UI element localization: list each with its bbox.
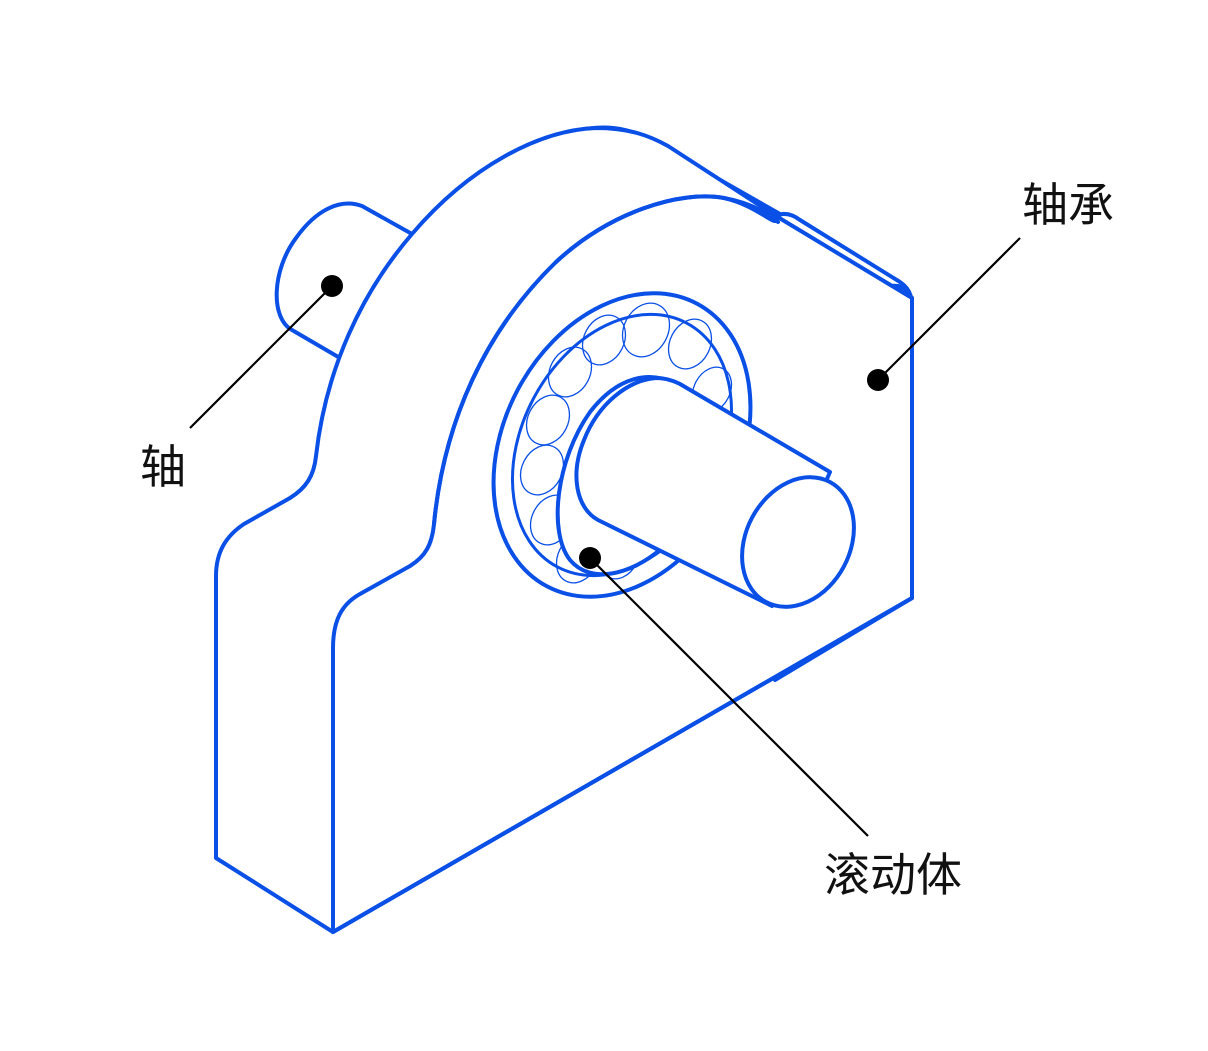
rolling-element-leader-dot [579, 547, 601, 569]
bearing-label: 轴承 [1022, 178, 1114, 232]
shaft-label: 轴 [140, 440, 186, 494]
shaft-leader-line [189, 285, 333, 429]
housing-right-edge [331, 296, 914, 934]
shaft-end-face [740, 475, 856, 609]
bearing-leader-line [877, 237, 1021, 381]
housing-arch-edge [432, 194, 780, 526]
shaft-leader-dot [321, 275, 343, 297]
rolling-element-leader-line [589, 557, 869, 837]
bearing-leader-dot [867, 369, 889, 391]
housing-back-left-ear [274, 201, 414, 360]
rolling-element-label: 滚动体 [824, 848, 962, 902]
